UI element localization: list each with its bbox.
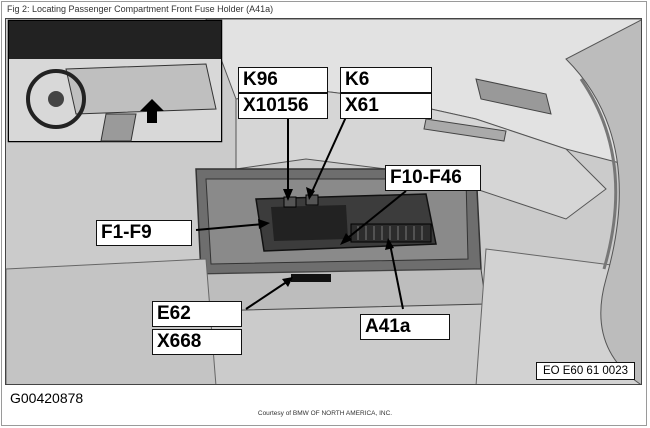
callout-x10156: X10156 [238,93,328,119]
image-id: G00420878 [10,390,84,406]
courtesy-note: Courtesy of BMW OF NORTH AMERICA, INC. [257,410,393,417]
figure-code: EO E60 61 0023 [535,362,635,380]
callout-x61: X61 [340,93,432,119]
callout-e62: E62 [152,301,242,327]
illustration: K96 X10156 K6 X61 F10-F46 F1-F9 E62 X668… [5,18,642,385]
callout-a41a: A41a [360,314,450,340]
callout-f10-f46: F10-F46 [385,165,481,191]
figure-caption: Fig 2: Locating Passenger Compartment Fr… [7,4,274,14]
callout-k6: K6 [340,67,432,93]
callout-k96: K96 [238,67,328,93]
callout-x668: X668 [152,329,242,355]
callout-f1-f9: F1-F9 [96,220,192,246]
